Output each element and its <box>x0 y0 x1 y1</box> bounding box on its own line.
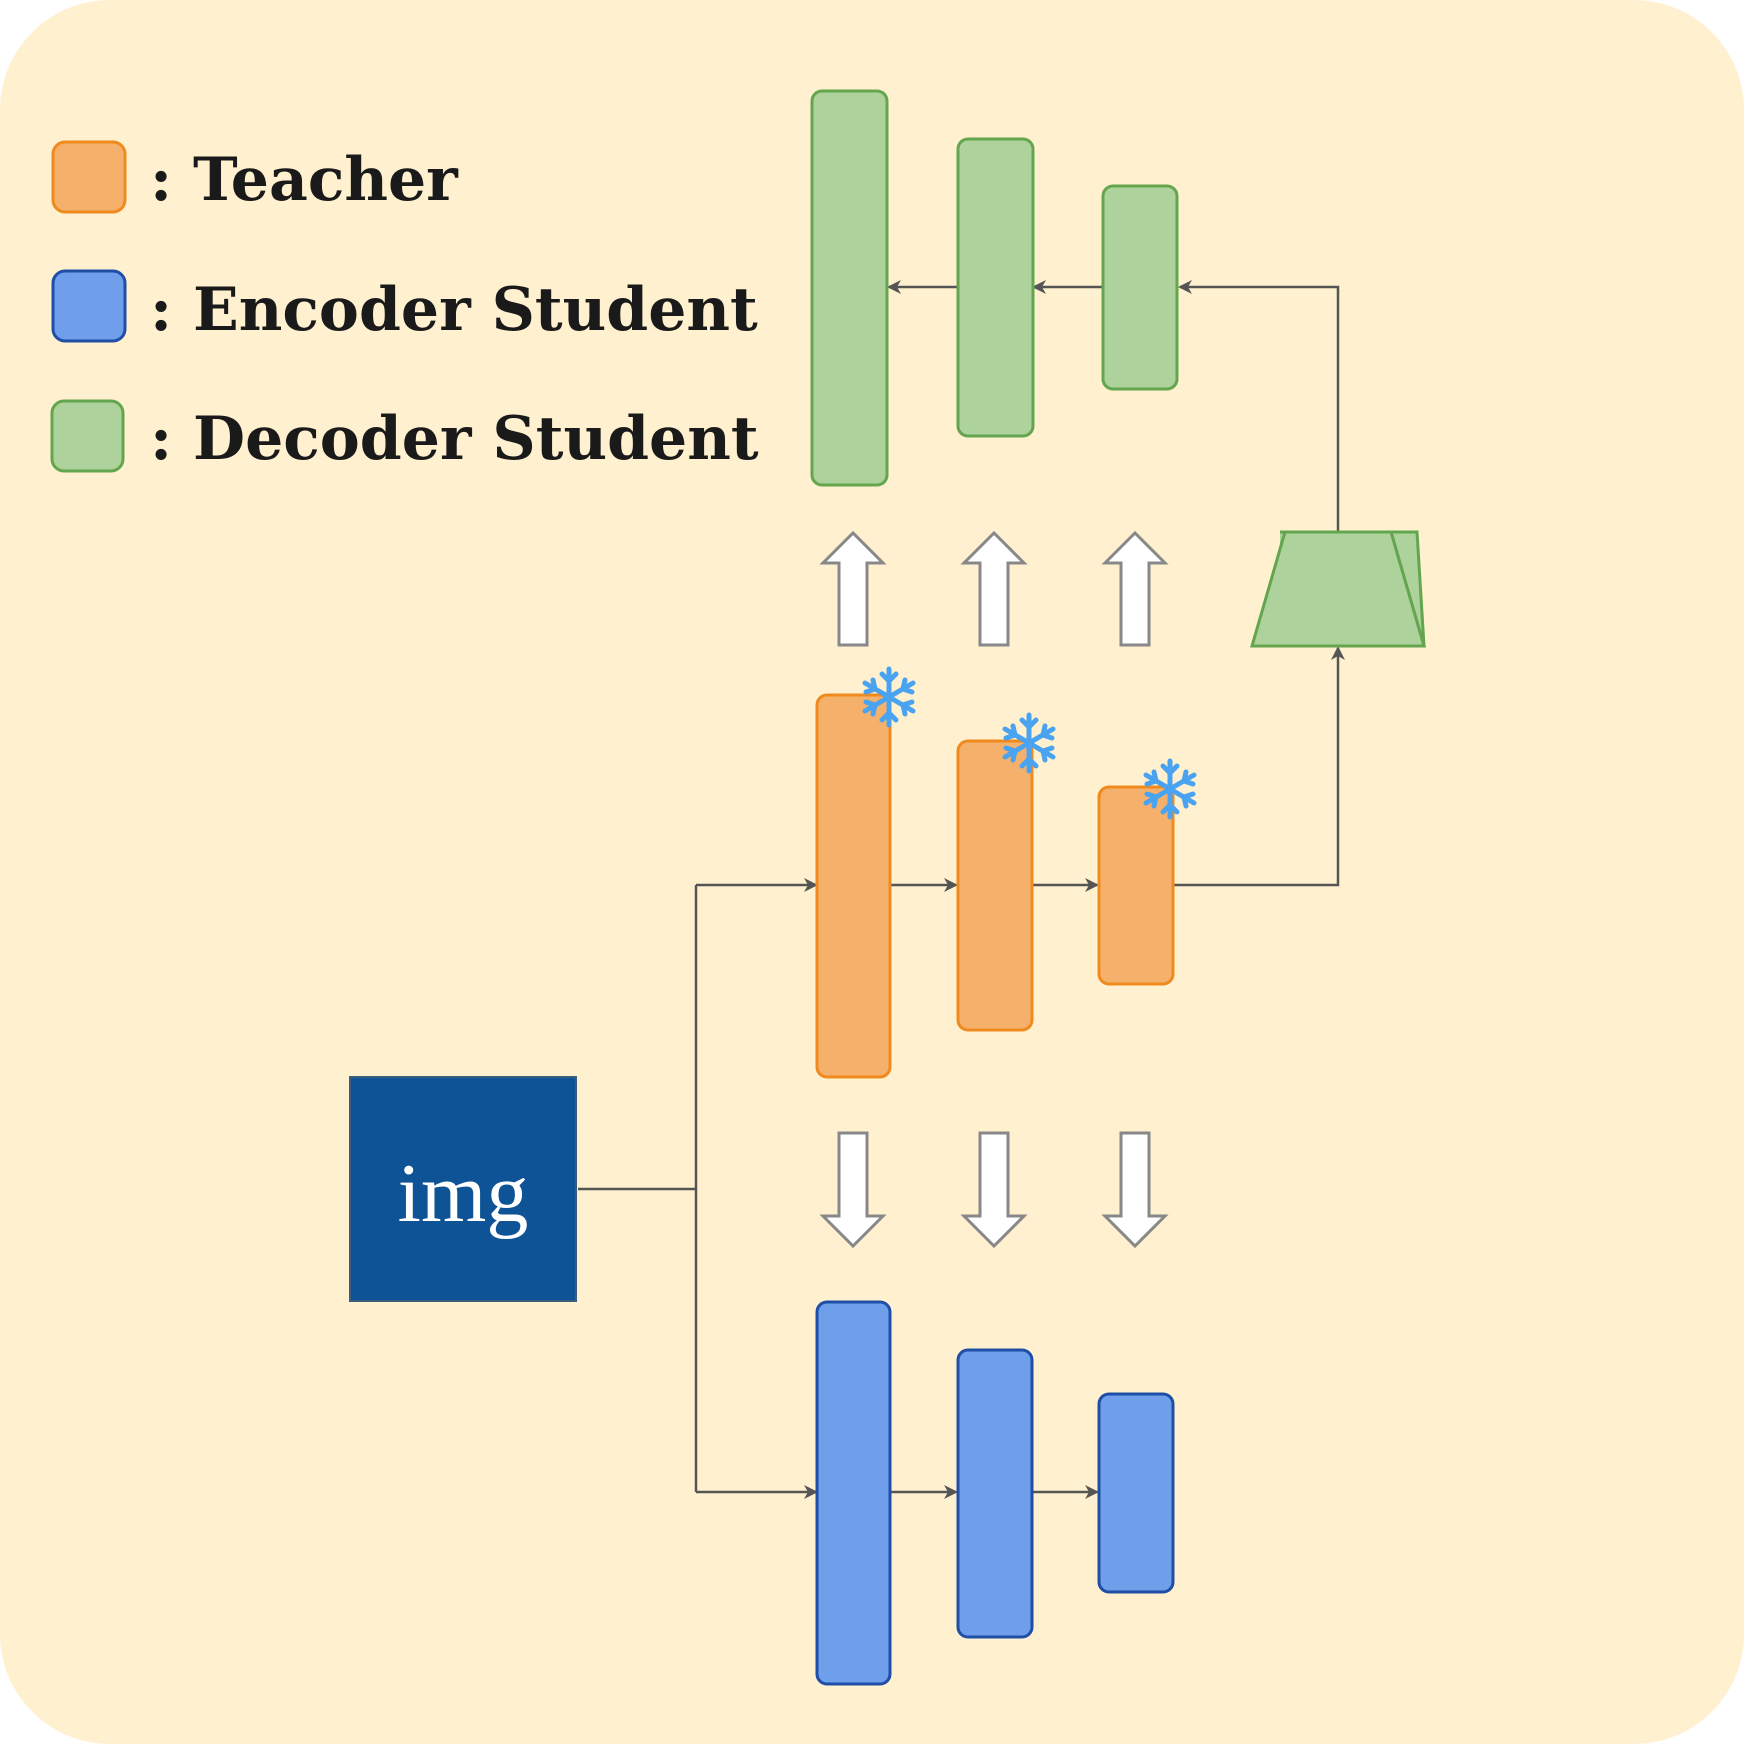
down-arrow-1 <box>819 1131 887 1249</box>
encoder-student-group <box>815 1300 1175 1686</box>
up-arrow-1 <box>819 530 887 647</box>
teacher-block-2 <box>956 739 1034 1032</box>
up-arrow-2 <box>960 530 1028 647</box>
bottleneck-block <box>1250 530 1426 648</box>
encoder-block-1 <box>815 1300 892 1686</box>
legend-swatch-encoder-student <box>51 269 127 343</box>
down-arrow-3 <box>1101 1131 1169 1249</box>
input-image-box <box>349 1076 577 1302</box>
decoder-block-3 <box>1101 184 1179 391</box>
legend-label-teacher: : Teacher <box>150 145 459 215</box>
distill-down-arrows <box>819 1131 1169 1249</box>
up-arrow-3 <box>1101 530 1169 647</box>
encoder-block-2 <box>956 1348 1034 1639</box>
distill-up-arrows <box>819 530 1169 647</box>
legend-label-encoder-student: : Encoder Student <box>150 275 758 345</box>
legend-swatch-decoder-student <box>50 399 125 473</box>
legend-label-decoder-student: : Decoder Student <box>150 404 759 474</box>
legend: : Teacher : Encoder Student : Decoder St… <box>50 140 759 474</box>
teacher-block-3 <box>1097 785 1175 986</box>
arrow-teacher-3-to-bottleneck <box>1173 646 1345 887</box>
arrow-bottleneck-to-decoder-3 <box>1178 280 1340 532</box>
teacher-group <box>815 693 1175 1079</box>
legend-swatch-teacher <box>51 140 127 214</box>
connectors <box>578 280 1345 1499</box>
decoder-block-1 <box>810 89 889 487</box>
encoder-block-3 <box>1097 1392 1175 1594</box>
down-arrow-2 <box>960 1131 1028 1249</box>
input-image-label: img <box>398 1147 529 1240</box>
decoder-block-2 <box>956 137 1035 438</box>
teacher-block-1 <box>815 693 892 1079</box>
